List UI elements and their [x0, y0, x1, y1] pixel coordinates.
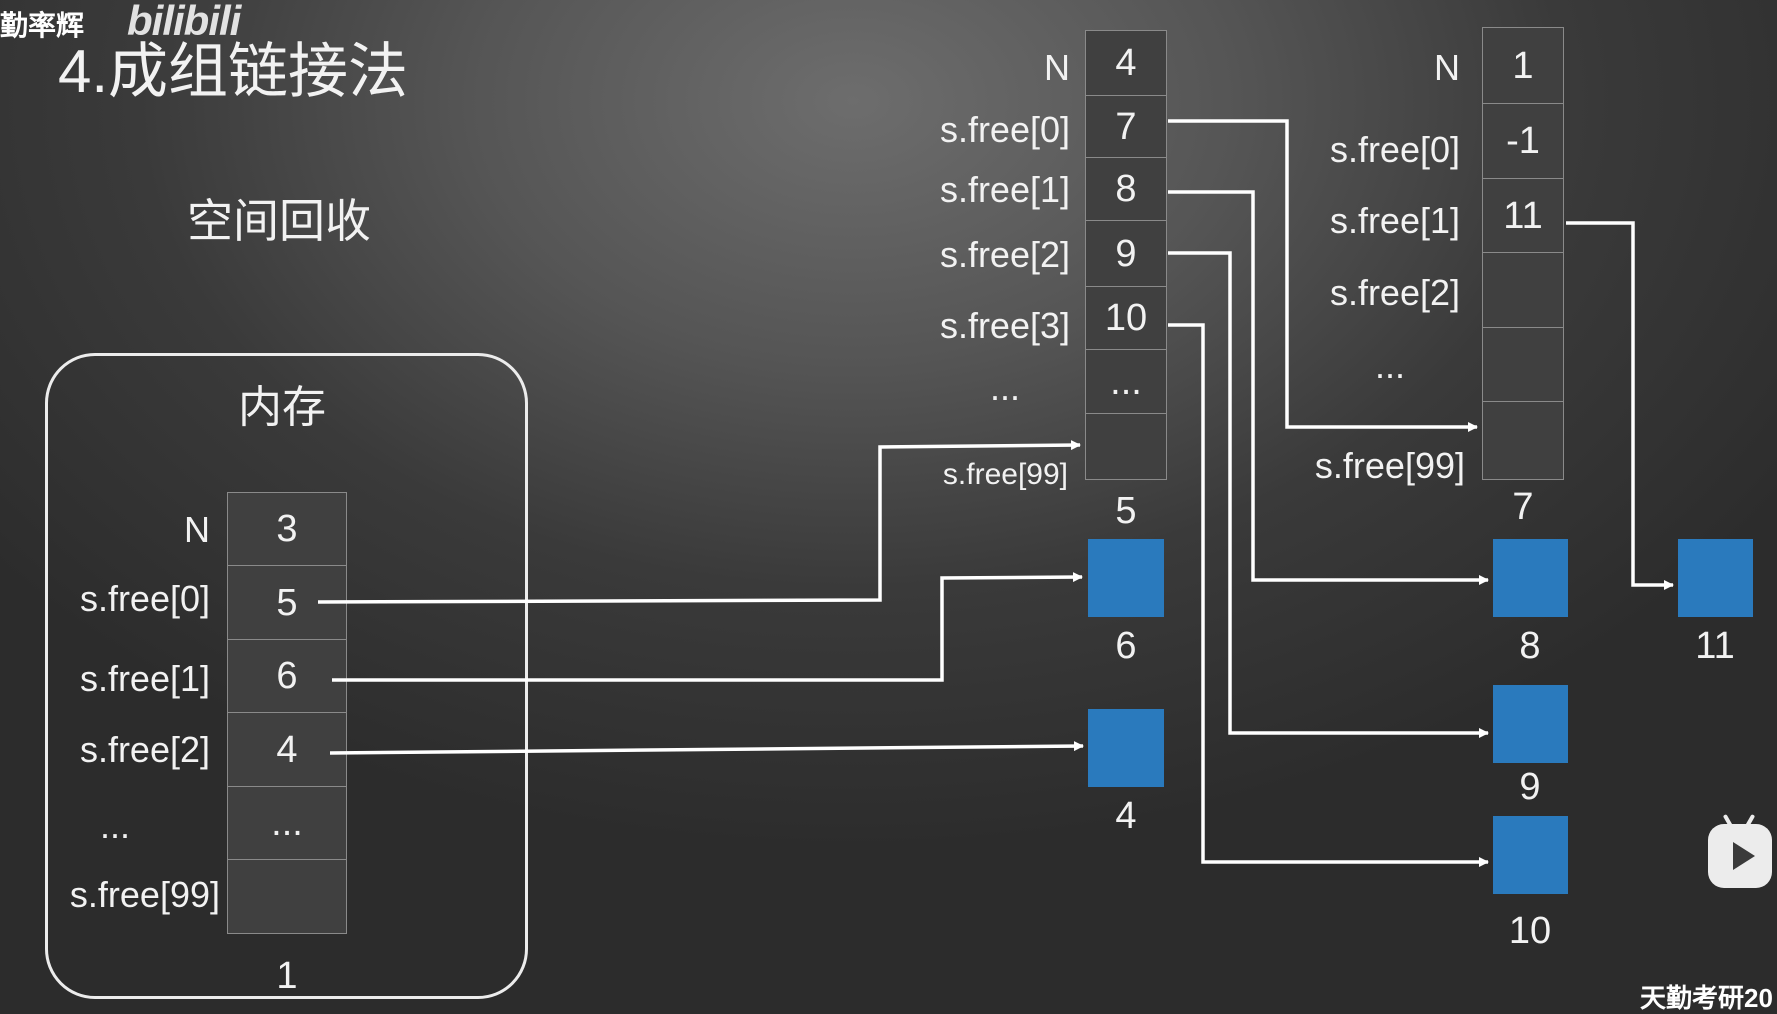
memory-label-ellipsis: ... [99, 805, 130, 846]
memory-cell-free1: 6 [227, 638, 347, 714]
arrow-b5-free2 [1168, 251, 1489, 738]
block5-stack: 4 7 8 9 10 ... [1085, 29, 1167, 480]
slide-title: 4.成组链接法 [58, 38, 409, 105]
block5-label-free1: s.free[1] [939, 169, 1070, 210]
block5-cell-free3: 10 [1085, 285, 1167, 351]
free-block-4 [1088, 709, 1164, 787]
memory-label-free99: s.free[99] [69, 874, 220, 915]
bilibili-logo: bilibili [127, 0, 241, 44]
memory-cell-free99 [227, 859, 347, 934]
free-block-10-label: 10 [1508, 910, 1552, 952]
block7-cell-free0: -1 [1482, 103, 1564, 179]
block5-cell-free99 [1085, 412, 1167, 480]
block5-cell-free0: 7 [1085, 95, 1167, 158]
block7-label-free1: s.free[1] [1329, 200, 1460, 241]
memory-label-free0: s.free[0] [79, 578, 210, 619]
bilibili-play-icon[interactable] [1708, 813, 1772, 888]
free-block-4-label: 4 [1115, 795, 1137, 837]
block5-label-n: N [1044, 47, 1070, 88]
corner-watermark: 天勤考研20 [1640, 983, 1773, 1013]
block7-cell-free99 [1482, 401, 1564, 480]
block7-cell-free1: 11 [1482, 177, 1564, 254]
memory-cell-ellipsis: ... [227, 785, 347, 861]
block5-label-free3: s.free[3] [939, 305, 1070, 346]
block7-label-free99: s.free[99] [1314, 445, 1465, 486]
memory-container [45, 353, 528, 999]
block7-label-free2: s.free[2] [1329, 272, 1460, 313]
block7-cell-n: 1 [1482, 26, 1564, 105]
free-block-6 [1088, 539, 1164, 617]
block5-cell-n: 4 [1085, 29, 1167, 97]
block5-cell-free2: 9 [1085, 220, 1167, 287]
arrow-b5-free3 [1168, 323, 1489, 867]
free-block-6-label: 6 [1115, 625, 1137, 667]
arrow-b7-free1 [1566, 221, 1674, 590]
block5-number: 5 [1115, 490, 1137, 532]
memory-label-free2: s.free[2] [79, 729, 210, 770]
block7-label-ellipsis: ... [1374, 345, 1405, 386]
memory-stack: 3 5 6 4 ... [227, 491, 347, 934]
author-watermark: 勤率辉 [0, 10, 85, 41]
free-block-11 [1678, 539, 1753, 617]
block7-label-n: N [1434, 47, 1460, 88]
slide-subtitle: 空间回收 [187, 195, 371, 247]
block5-label-ellipsis: ... [989, 367, 1020, 408]
block7-stack: 1 -1 11 [1482, 26, 1564, 480]
arrow-mem-free2 [329, 741, 1084, 755]
memory-block-number: 1 [276, 955, 298, 997]
free-block-11-label: 11 [1695, 625, 1735, 667]
free-block-9 [1493, 685, 1568, 763]
free-block-8 [1493, 539, 1568, 617]
block7-label-free0: s.free[0] [1329, 129, 1460, 170]
block5-label-free99: s.free[99] [942, 458, 1068, 491]
free-block-10 [1493, 816, 1568, 894]
block7-number: 7 [1512, 486, 1534, 528]
memory-label-free1: s.free[1] [79, 658, 210, 699]
memory-cell-n: 3 [227, 491, 347, 567]
arrow-b5-free1 [1168, 190, 1489, 585]
block5-label-free0: s.free[0] [939, 109, 1070, 150]
memory-label-n: N [184, 509, 210, 550]
block5-cell-ellipsis: ... [1085, 349, 1167, 414]
arrow-mem-free0 [317, 440, 1081, 604]
free-block-9-label: 9 [1519, 766, 1541, 808]
free-block-8-label: 8 [1519, 625, 1541, 667]
block7-cell-free2 [1482, 252, 1564, 328]
block5-label-free2: s.free[2] [939, 234, 1070, 275]
memory-title: 内存 [238, 383, 326, 432]
arrow-b5-free0 [1168, 119, 1478, 432]
arrow-mem-free1 [332, 572, 1083, 682]
